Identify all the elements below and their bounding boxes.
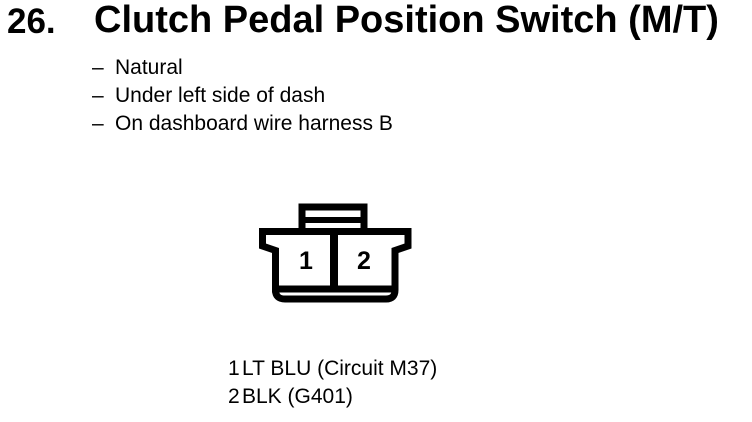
legend-pin-number: 2	[228, 385, 240, 408]
page-title: Clutch Pedal Position Switch (M/T)	[94, 0, 719, 41]
legend-row: 1 LT BLU (Circuit M37)	[228, 355, 437, 383]
legend-pin-number: 1	[228, 357, 240, 380]
section-number: 26.	[7, 2, 56, 41]
legend-wire-text: LT BLU (Circuit M37)	[242, 357, 438, 380]
dash-bullet: –	[92, 56, 104, 79]
detail-text: Under left side of dash	[115, 84, 326, 107]
legend-wire-text: BLK (G401)	[242, 385, 353, 408]
detail-item: – Natural	[92, 54, 393, 82]
detail-item: – Under left side of dash	[92, 82, 393, 110]
pin-legend: 1 LT BLU (Circuit M37) 2 BLK (G401)	[228, 355, 437, 411]
dash-bullet: –	[92, 112, 104, 135]
legend-row: 2 BLK (G401)	[228, 383, 437, 411]
pin-2-label: 2	[357, 247, 371, 275]
pin-1-label: 1	[299, 247, 313, 275]
detail-item: – On dashboard wire harness B	[92, 110, 393, 138]
detail-text: On dashboard wire harness B	[115, 112, 393, 135]
detail-text: Natural	[115, 56, 183, 79]
detail-list: – Natural – Under left side of dash – On…	[92, 54, 393, 138]
connector-diagram: 1 2	[259, 203, 412, 303]
dash-bullet: –	[92, 84, 104, 107]
